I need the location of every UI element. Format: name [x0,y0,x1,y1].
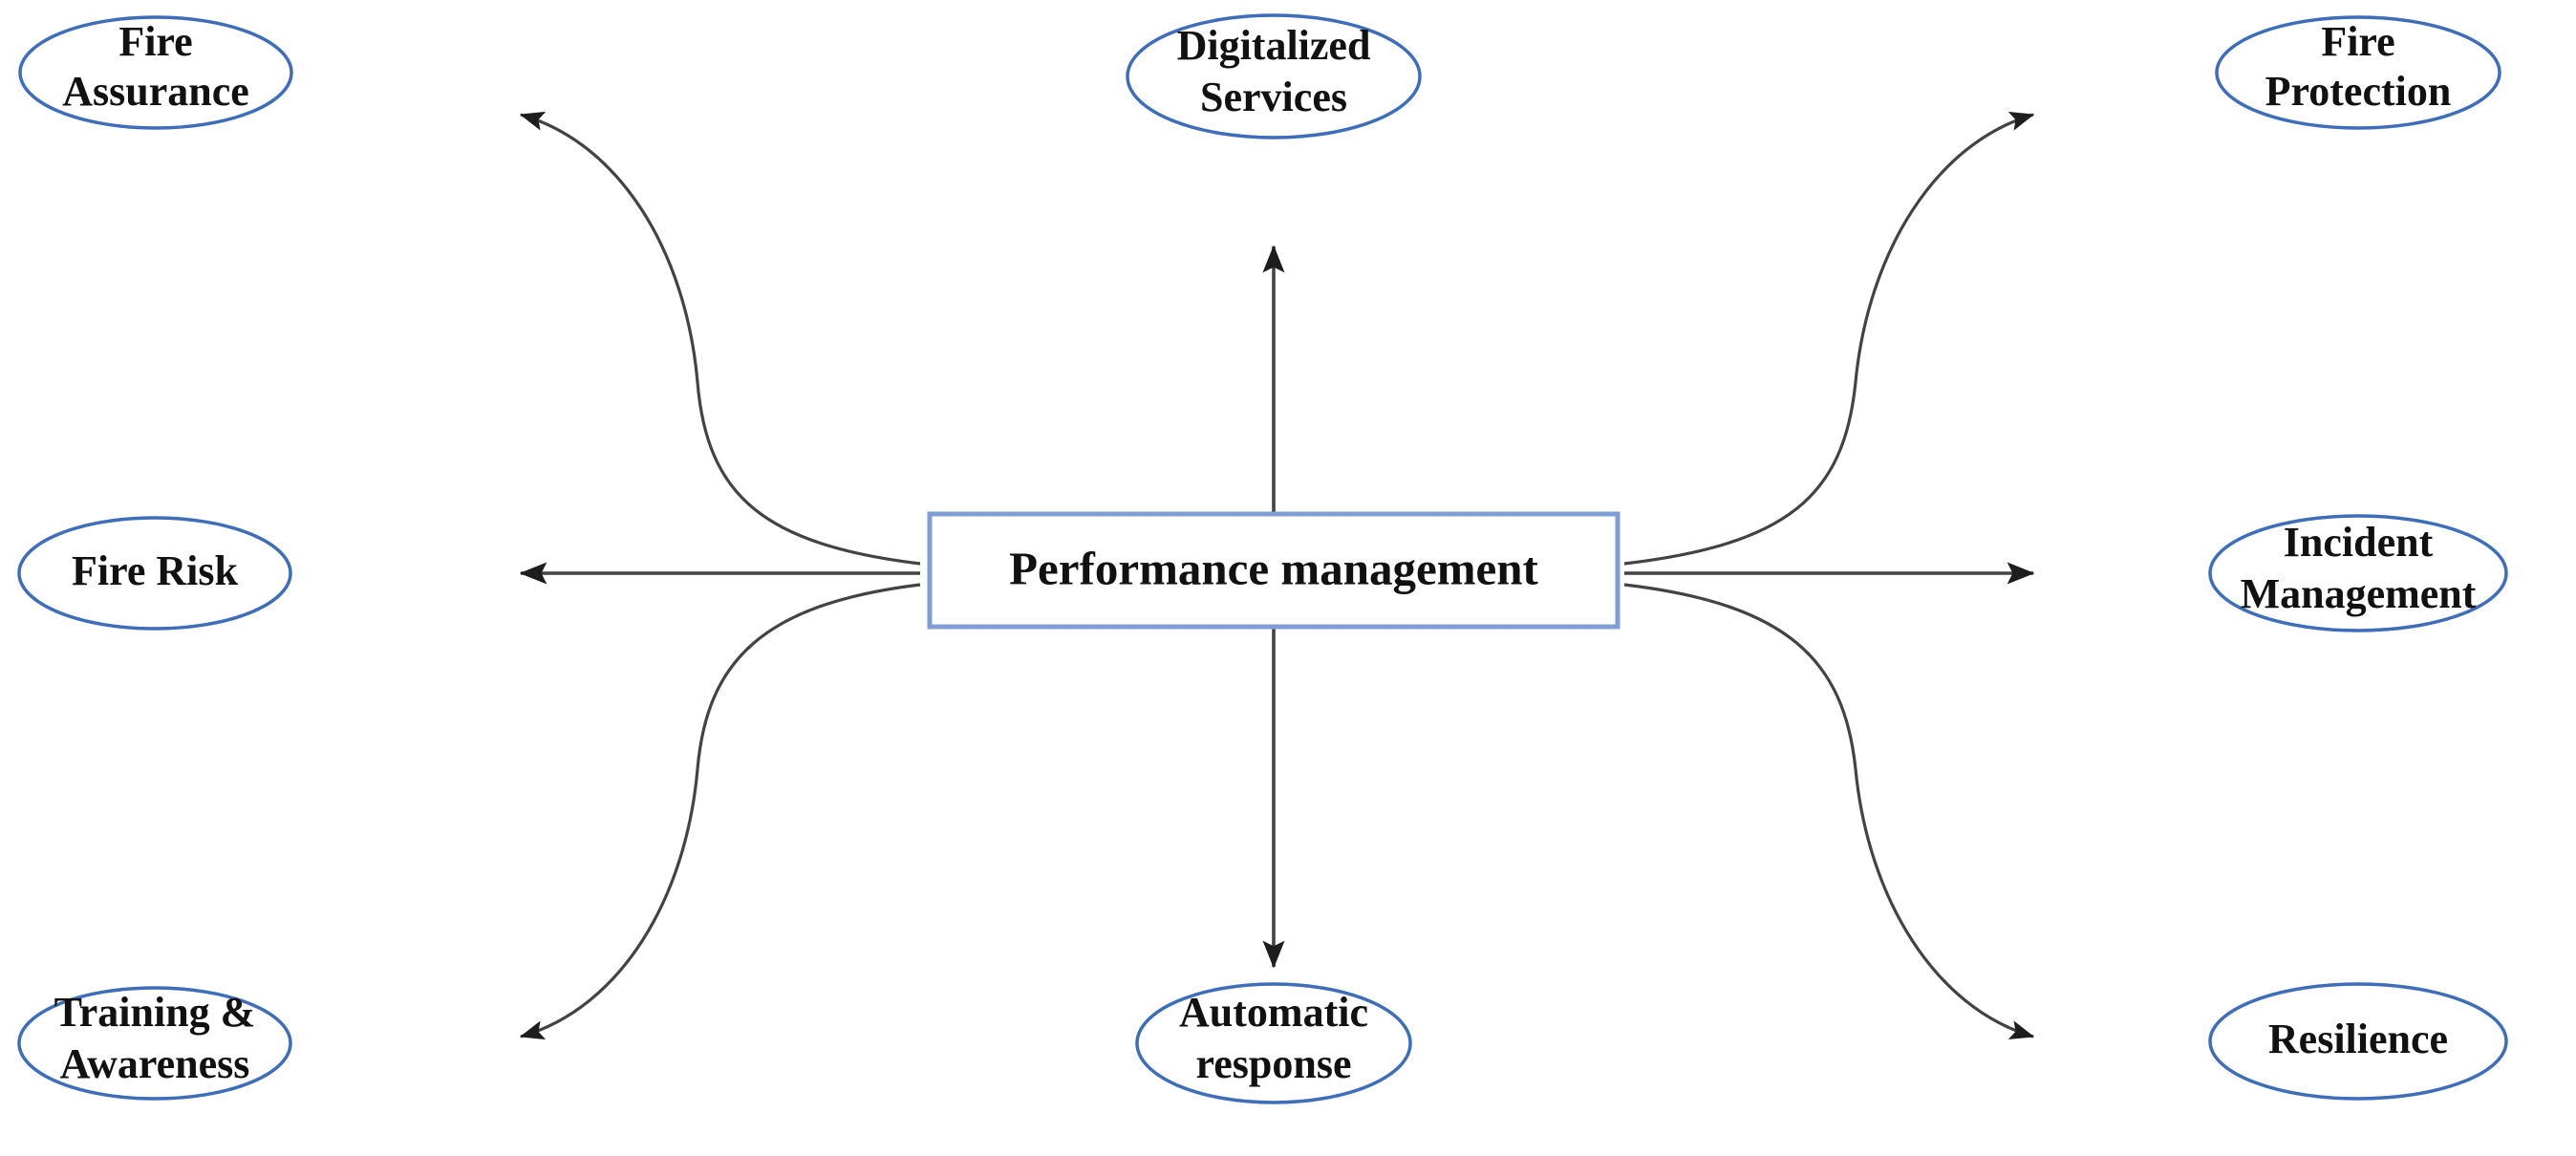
node-automatic-response-line-2: response [1196,1040,1352,1087]
node-fire-assurance-shape[interactable] [18,15,293,130]
edge-center-to-training-awareness [519,583,921,1040]
node-fire-protection-shape[interactable] [2215,15,2501,130]
node-performance-management-shape[interactable] [927,511,1621,630]
node-automatic-response-shape[interactable] [1135,982,1412,1104]
node-fire-protection[interactable]: Fire Protection [2215,15,2501,130]
node-training-awareness-shape[interactable] [17,986,292,1101]
node-fire-protection-line-1: Fire [2321,18,2394,65]
node-fire-risk-shape[interactable] [17,516,292,631]
node-resilience-shape[interactable] [2208,982,2508,1101]
node-digitalized-services[interactable]: Digitalized Services [1126,13,1422,139]
edge-center-to-fire-assurance [519,111,921,566]
node-resilience-line-1: Resilience [2268,1016,2448,1062]
node-incident-management-line-1: Incident [2284,519,2434,566]
node-performance-management[interactable]: Performance management [927,511,1621,630]
node-fire-protection-line-2: Protection [2265,68,2452,115]
node-digitalized-services-line-2: Services [1200,74,1347,120]
edge-center-to-resilience [1623,583,2035,1040]
node-fire-risk[interactable]: Fire Risk [17,516,292,631]
node-fire-assurance[interactable]: Fire Assurance [18,15,293,130]
node-training-awareness-line-1: Training & [54,989,256,1036]
node-digitalized-services-line-1: Digitalized [1177,22,1371,69]
node-automatic-response-line-1: Automatic [1179,989,1368,1036]
node-incident-management[interactable]: Incident Management [2208,514,2508,632]
node-fire-assurance-line-2: Assurance [62,68,249,115]
node-training-awareness[interactable]: Training & Awareness [17,986,292,1101]
connector-layer [519,111,2035,1040]
node-fire-assurance-line-1: Fire [118,18,192,65]
node-incident-management-line-2: Management [2241,570,2477,617]
node-performance-management-label: Performance management [1009,542,1538,594]
node-incident-management-shape[interactable] [2208,514,2508,632]
node-resilience[interactable]: Resilience [2208,982,2508,1101]
node-fire-risk-line-1: Fire Risk [72,547,238,594]
node-automatic-response[interactable]: Automatic response [1135,982,1412,1104]
node-training-awareness-line-2: Awareness [60,1040,250,1087]
edge-center-to-fire-protection [1623,111,2035,566]
node-digitalized-services-shape[interactable] [1126,13,1422,139]
